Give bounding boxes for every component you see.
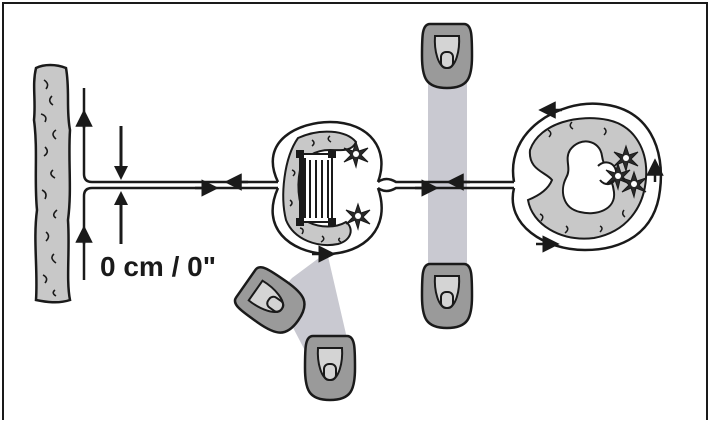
distance-indicator xyxy=(114,126,128,244)
distance-label: 0 cm / 0" xyxy=(100,251,216,282)
robotic-mower-icon xyxy=(305,336,355,400)
robotic-mower-icon xyxy=(422,264,472,328)
pond-island xyxy=(513,104,661,250)
tree-trunk-icon xyxy=(34,65,70,302)
boundary-wire-left-upper xyxy=(84,88,278,182)
bench-island xyxy=(273,122,382,254)
bench-icon xyxy=(296,150,336,226)
robotic-mower-icon xyxy=(422,24,472,88)
